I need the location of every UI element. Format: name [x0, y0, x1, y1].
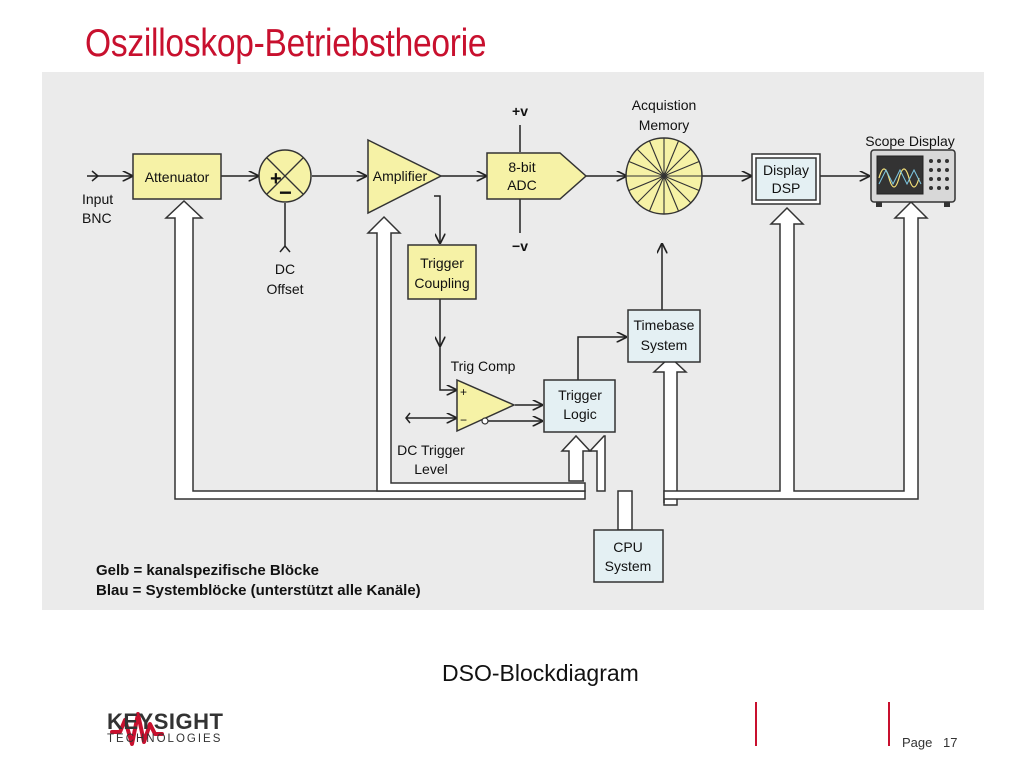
- trig-comp-label: Trig Comp: [451, 358, 516, 374]
- display-dsp-block: Display DSP: [751, 153, 821, 205]
- memory-spoke: [636, 175, 665, 204]
- brand-subtitle: TECHNOLOGIES: [107, 733, 223, 745]
- footer-divider-1: [755, 702, 757, 746]
- timebase-label-2: System: [641, 337, 688, 353]
- minus-v-label: −v: [512, 238, 528, 254]
- memory-spoke: [636, 148, 665, 177]
- page-number: 17: [943, 735, 958, 750]
- input-terminals: [91, 170, 411, 424]
- bus-to-trigger-logic: [560, 434, 592, 482]
- dc-trigger-label-2: Level: [414, 461, 447, 477]
- trigger-logic-label-1: Trigger: [558, 387, 602, 403]
- brand-name: KEYSIGHT: [107, 709, 224, 734]
- memory-spoke: [648, 175, 665, 212]
- legend: Gelb = kanalspezifische Blöcke Blau = Sy…: [96, 561, 421, 600]
- memory-spoke: [648, 140, 665, 177]
- trigger-logic-block: Trigger Logic: [543, 379, 616, 433]
- plus-v-label: +v: [512, 103, 528, 119]
- trigger-coupling-label-1: Trigger: [420, 255, 464, 271]
- memory-spoke: [663, 175, 680, 212]
- footer-divider-2: [888, 702, 890, 746]
- trigger-comparator: + −: [456, 378, 516, 433]
- comp-plus: +: [460, 385, 467, 399]
- scope-display-label: Scope Display: [865, 133, 955, 149]
- memory-label-2: Memory: [639, 117, 690, 133]
- display-dsp-label-1: Display: [763, 162, 809, 178]
- memory-spoke: [663, 148, 692, 177]
- diagram-caption: DSO-Blockdiagram: [442, 660, 639, 686]
- comp-minus: −: [460, 413, 467, 427]
- slide-title: Oszilloskop-Betriebstheorie: [85, 22, 487, 65]
- trigger-coupling-label-2: Coupling: [414, 275, 469, 291]
- bus-trigger-logic-right: [588, 435, 606, 492]
- bus-to-amplifier: [366, 215, 586, 492]
- memory-spoke: [663, 175, 700, 192]
- trigger-logic-label-2: Logic: [563, 406, 596, 422]
- memory-spoke: [663, 140, 680, 177]
- plus-sign: +: [270, 168, 282, 190]
- memory-spoke: [628, 160, 665, 177]
- attenuator-block: Attenuator: [132, 153, 222, 200]
- cpu-bus: [164, 199, 929, 531]
- adc-label-2: ADC: [507, 177, 537, 193]
- input-label-2: BNC: [82, 210, 112, 226]
- dc-trigger-label-1: DC Trigger: [397, 442, 465, 458]
- dc-offset-label-1: DC: [275, 261, 295, 277]
- memory-spoke: [663, 175, 692, 204]
- bus-right-to-displays: [663, 200, 929, 503]
- cpu-label-2: System: [605, 558, 652, 574]
- memory-label-1: Acquistion: [632, 97, 697, 113]
- memory-spoke: [628, 175, 665, 192]
- acquisition-memory: [625, 137, 703, 215]
- memory-spoke: [663, 160, 700, 177]
- legend-yellow: Gelb = kanalspezifische Blöcke: [96, 562, 320, 579]
- legend-blue: Blau = Systemblöcke (unterstützt alle Ka…: [96, 581, 421, 599]
- page-label: Page: [902, 735, 933, 750]
- display-dsp-label-2: DSP: [772, 180, 801, 196]
- adc-label-1: 8-bit: [508, 159, 535, 175]
- bus-to-timebase: [652, 355, 688, 506]
- trigger-coupling-block: Trigger Coupling: [407, 244, 477, 300]
- adc-block: 8-bit ADC: [486, 152, 588, 200]
- dc-offset-label-2: Offset: [266, 281, 303, 297]
- attenuator-label: Attenuator: [145, 169, 210, 185]
- cpu-block: CPU System: [593, 529, 664, 583]
- keysight-wave-logo-icon: [110, 712, 164, 746]
- amplifier-block: Amplifier: [367, 138, 443, 215]
- signal-lines: [87, 125, 869, 421]
- timebase-label-1: Timebase: [634, 317, 695, 333]
- minus-sign: −: [279, 180, 292, 205]
- timebase-block: Timebase System: [627, 309, 701, 363]
- scope-display-icon: [870, 149, 956, 207]
- bus-cpu-stub: [617, 490, 633, 531]
- cpu-label-1: CPU: [613, 539, 643, 555]
- amplifier-label: Amplifier: [373, 168, 428, 184]
- summing-junction: + −: [258, 149, 312, 205]
- input-label-1: Input: [82, 191, 113, 207]
